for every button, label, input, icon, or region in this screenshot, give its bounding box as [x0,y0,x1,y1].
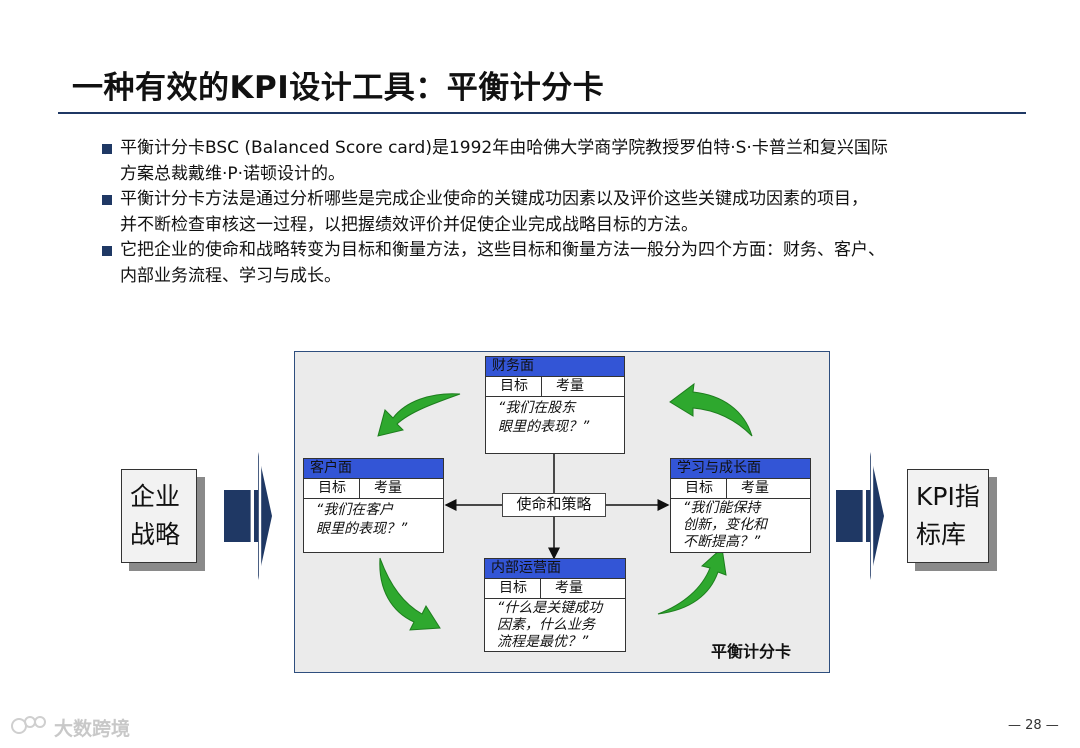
question-line: 不断提高？” [683,534,761,550]
page-number: — 28 — [1008,718,1059,733]
learning-growth-perspective: 学习与成长面 目标 考量 “我们能保持 创新，变化和 不断提高？” [670,458,811,553]
column-divider [540,579,541,598]
corporate-strategy-line: 企业 [130,482,181,511]
question-line: “我们能保持 [683,500,761,516]
bullet-text-line: 内部业务流程、学习与成长。 [120,265,341,286]
target-column-label: 目标 [500,378,528,394]
target-column-label: 目标 [318,480,346,496]
bullet-item: 平衡计分卡方法是通过分析哪些是完成企业使命的关键成功因素以及评价这些关键成功因素… [100,187,990,238]
page-title: 一种有效的KPI设计工具：平衡计分卡 [72,70,605,106]
question-line: 眼里的表现？” [316,521,408,537]
internal-operations-header: 内部运营面 [485,559,625,579]
finance-question: “我们在股东 眼里的表现？” [486,397,624,437]
internal-operations-question: “什么是关键成功 因素，什么业务 流程是最优？” [485,599,625,651]
kpi-library-line: KPI指 [916,482,980,511]
learning-growth-question: “我们能保持 创新，变化和 不断提高？” [671,499,810,551]
green-arrow-bottom-left [379,557,441,631]
learning-growth-header: 学习与成长面 [671,459,810,479]
question-line: 流程是最优？” [497,634,589,650]
internal-operations-perspective: 内部运营面 目标 考量 “什么是关键成功 因素，什么业务 流程是最优？” [484,558,626,652]
finance-header: 财务面 [486,357,624,377]
corporate-strategy-line: 战略 [130,520,181,549]
bullet-text-line: 方案总裁戴维·P·诺顿设计的。 [120,163,346,184]
question-line: 因素，什么业务 [497,617,595,633]
target-column-label: 目标 [685,480,713,496]
customer-header: 客户面 [304,459,443,479]
measure-column-label: 考量 [555,580,583,596]
customer-columns: 目标 考量 [304,479,443,499]
internal-operations-columns: 目标 考量 [485,579,625,599]
kpi-library-box: KPI指 标库 [907,469,989,563]
bullet-text-line: 平衡计分卡方法是通过分析哪些是完成企业使命的关键成功因素以及评价这些关键成功因素… [120,189,868,209]
bullet-text-line: 它把企业的使命和战略转变为目标和衡量方法，这些目标和衡量方法一般分为四个方面：财… [120,240,885,260]
kpi-library-line: 标库 [916,520,967,549]
question-line: “我们在股东 [498,400,576,416]
customer-question: “我们在客户 眼里的表现？” [304,499,443,539]
question-line: “什么是关键成功 [497,600,603,616]
bullet-square-icon [102,195,112,205]
bullet-item: 它把企业的使命和战略转变为目标和衡量方法，这些目标和衡量方法一般分为四个方面：财… [100,238,990,289]
bullet-text-line: 平衡计分卡BSC (Balanced Score card)是1992年由哈佛大… [120,138,888,158]
column-divider [359,479,360,498]
bullet-square-icon [102,144,112,154]
column-divider [726,479,727,498]
measure-column-label: 考量 [374,480,402,496]
finance-perspective: 财务面 目标 考量 “我们在股东 眼里的表现？” [485,356,625,454]
bullet-square-icon [102,246,112,256]
measure-column-label: 考量 [556,378,584,394]
question-line: 创新，变化和 [683,517,767,533]
right-chevron-arrow [836,452,884,580]
green-arrow-bottom-right [657,547,727,615]
bullet-item: 平衡计分卡BSC (Balanced Score card)是1992年由哈佛大… [100,136,990,187]
bullet-list: 平衡计分卡BSC (Balanced Score card)是1992年由哈佛大… [100,136,990,289]
green-arrow-top-left [377,393,461,437]
green-arrow-top-right [669,382,753,437]
learning-growth-columns: 目标 考量 [671,479,810,499]
bullet-text-line: 并不断检查审核这一过程，以把握绩效评价并促使企业完成战略目标的方法。 [120,214,698,235]
question-line: “我们在客户 [316,502,394,518]
measure-column-label: 考量 [741,480,769,496]
title-divider [58,112,1026,114]
left-chevron-arrow [224,452,272,580]
finance-columns: 目标 考量 [486,377,624,397]
watermark-text: 大数跨境 [54,718,131,740]
mission-strategy-box: 使命和策略 [502,493,606,517]
question-line: 眼里的表现？” [498,419,590,435]
watermark-logo-icon [11,716,46,734]
target-column-label: 目标 [499,580,527,596]
column-divider [541,377,542,396]
customer-perspective: 客户面 目标 考量 “我们在客户 眼里的表现？” [303,458,444,553]
balanced-scorecard-label: 平衡计分卡 [711,642,792,661]
corporate-strategy-box: 企业 战略 [121,469,197,563]
